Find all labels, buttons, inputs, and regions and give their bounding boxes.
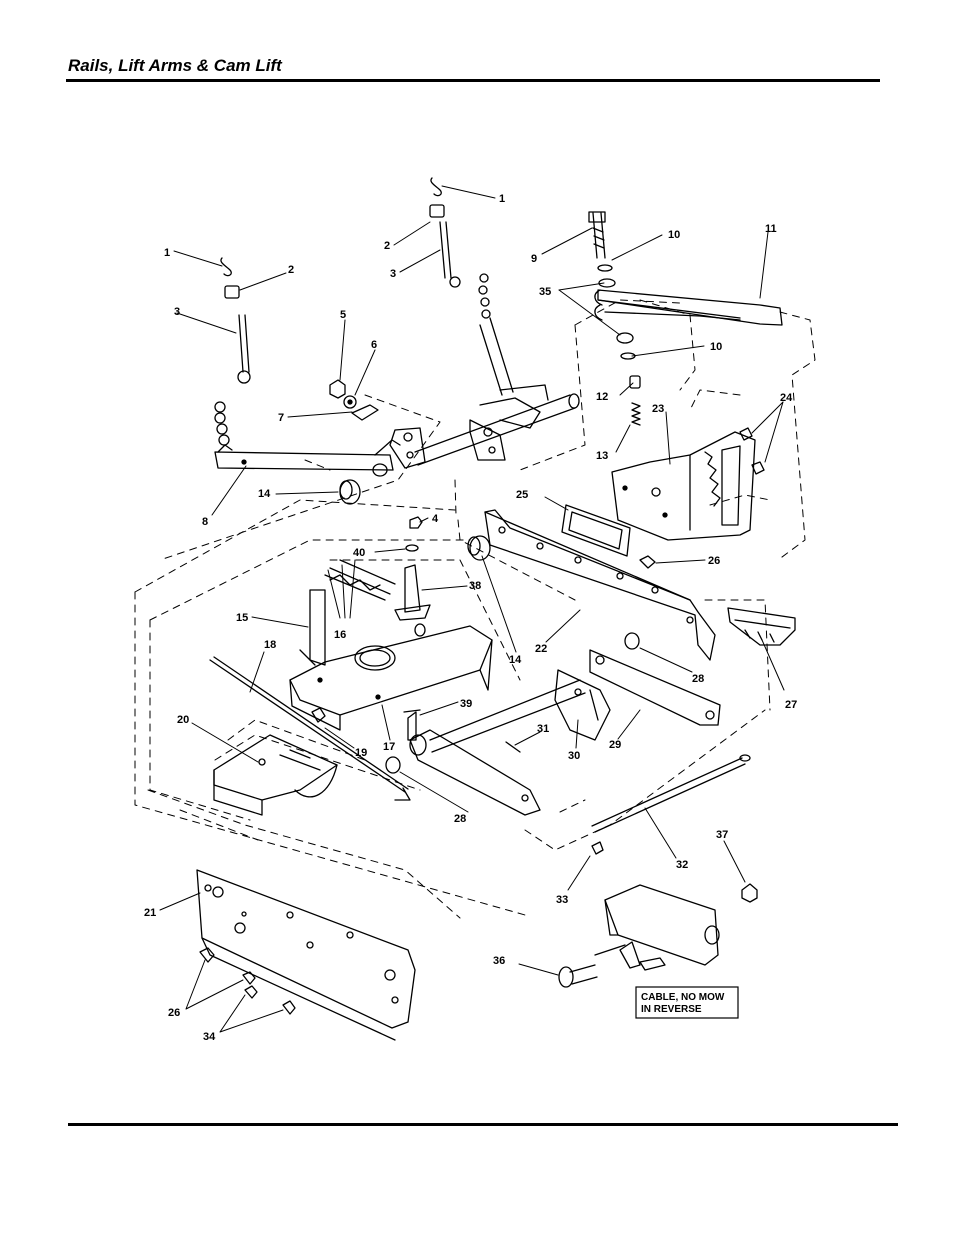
callout-39: 39 bbox=[460, 698, 472, 710]
header-rule bbox=[66, 79, 880, 82]
callout-40: 40 bbox=[353, 547, 365, 559]
callout-10: 10 bbox=[710, 341, 722, 353]
right-rail bbox=[467, 504, 716, 661]
callout-3: 3 bbox=[390, 268, 396, 280]
leader-lines bbox=[159, 185, 785, 1033]
callout-9: 9 bbox=[531, 253, 537, 265]
callout-19: 19 bbox=[355, 747, 367, 759]
cross-shaft bbox=[414, 273, 580, 466]
callout-14: 14 bbox=[509, 654, 522, 666]
callout-27: 27 bbox=[785, 699, 797, 711]
callout-33: 33 bbox=[556, 894, 568, 906]
callout-28: 28 bbox=[692, 673, 704, 685]
callout-1: 1 bbox=[499, 193, 505, 205]
callout-34: 34 bbox=[203, 1031, 216, 1043]
callout-13: 13 bbox=[596, 450, 608, 462]
callout-2: 2 bbox=[288, 264, 294, 276]
page-title: Rails, Lift Arms & Cam Lift bbox=[68, 56, 282, 75]
callout-36: 36 bbox=[493, 955, 505, 967]
callout-37: 37 bbox=[716, 829, 728, 841]
callout-21: 21 bbox=[144, 907, 156, 919]
pedal-pad bbox=[727, 607, 796, 646]
callout-1: 1 bbox=[164, 247, 170, 259]
callout-4: 4 bbox=[432, 513, 439, 525]
callout-3: 3 bbox=[174, 306, 180, 318]
footer-rule bbox=[68, 1123, 898, 1126]
callout-30: 30 bbox=[568, 750, 580, 762]
rear-bracket bbox=[558, 884, 720, 988]
plate-20 bbox=[213, 734, 338, 816]
callout-22: 22 bbox=[535, 643, 547, 655]
note-line-1: CABLE, NO MOW bbox=[641, 992, 725, 1003]
left-rail bbox=[196, 869, 416, 1041]
callout-17: 17 bbox=[383, 741, 395, 753]
callout-2: 2 bbox=[384, 240, 390, 252]
callout-15: 15 bbox=[236, 612, 248, 624]
right-pin-set bbox=[429, 177, 461, 288]
callout-numbers: 1 2 3 1 2 3 5 6 7 8 9 10 11 35 10 12 13 … bbox=[144, 193, 797, 1043]
callout-8: 8 bbox=[202, 516, 208, 528]
left-lift-arm bbox=[214, 401, 426, 477]
center-bracket bbox=[289, 516, 493, 741]
cam-lift-handle bbox=[588, 211, 783, 426]
callout-23: 23 bbox=[652, 403, 664, 415]
callout-14: 14 bbox=[258, 488, 271, 500]
note-line-2: IN REVERSE bbox=[641, 1004, 702, 1015]
control-rod bbox=[209, 656, 411, 801]
callout-26: 26 bbox=[708, 555, 720, 567]
cable-note-box: CABLE, NO MOW IN REVERSE bbox=[635, 986, 739, 1019]
callout-24: 24 bbox=[780, 392, 793, 404]
left-pin-set bbox=[220, 257, 251, 384]
callout-5: 5 bbox=[340, 309, 346, 321]
small-hardware bbox=[329, 379, 379, 505]
callout-12: 12 bbox=[596, 391, 608, 403]
rod-32 bbox=[591, 754, 758, 903]
dashed-outlines bbox=[134, 299, 816, 919]
callout-6: 6 bbox=[371, 339, 377, 351]
callout-29: 29 bbox=[609, 739, 621, 751]
callout-28: 28 bbox=[454, 813, 466, 825]
callout-16: 16 bbox=[334, 629, 346, 641]
callout-26: 26 bbox=[168, 1007, 180, 1019]
callout-25: 25 bbox=[516, 489, 528, 501]
rear-lift-linkage bbox=[385, 632, 721, 816]
callout-18: 18 bbox=[264, 639, 276, 651]
callout-35: 35 bbox=[539, 286, 551, 298]
callout-7: 7 bbox=[278, 412, 284, 424]
callout-38: 38 bbox=[469, 580, 481, 592]
callout-11: 11 bbox=[765, 223, 777, 235]
callout-20: 20 bbox=[177, 714, 189, 726]
callout-10: 10 bbox=[668, 229, 680, 241]
callout-32: 32 bbox=[676, 859, 688, 871]
cam-plate bbox=[611, 427, 765, 541]
callout-31: 31 bbox=[537, 723, 549, 735]
